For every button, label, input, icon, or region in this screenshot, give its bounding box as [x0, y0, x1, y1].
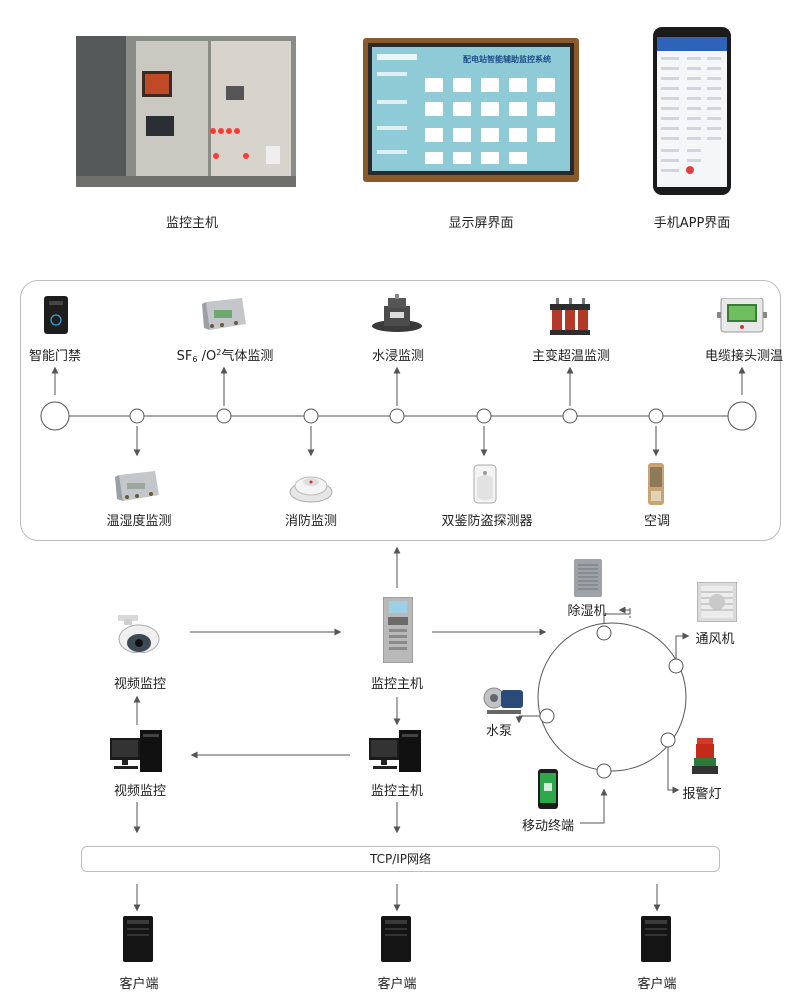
temp-humidity-label: 温湿度监测: [106, 514, 172, 529]
cable-temp-label: 电缆接头测温: [704, 349, 784, 364]
mobile-terminal-icon: [538, 769, 558, 813]
gas-formula-superscript: 2: [216, 348, 222, 357]
sensor-bus-panel: [20, 280, 781, 541]
ptz-camera-icon: [116, 613, 162, 657]
mobile-app-image: [653, 27, 731, 195]
monitoring-host-cabinet-icon: [382, 596, 414, 667]
client-server-icon-3: [639, 916, 673, 966]
ventilation-fan-icon: [696, 581, 738, 626]
fan-label: 通风机: [695, 632, 735, 647]
client-server-icon-2: [379, 916, 413, 966]
fire-monitor-label: 消防监测: [284, 514, 338, 529]
host-workstation-label: 监控主机: [370, 784, 424, 799]
mobile-terminal-label: 移动终端: [521, 819, 575, 834]
client-label-3: 客户端: [637, 977, 677, 992]
gas-monitor-label: SF6 /O2气体监测: [177, 345, 274, 364]
video-workstation-label: 视频监控: [113, 784, 167, 799]
screen-title: 配电站智能辅助监控系统: [463, 55, 551, 64]
cable-temp-sensor-icon: [717, 297, 767, 338]
gas-formula-o: /O: [197, 349, 217, 364]
intrusion-detector-icon: [473, 464, 497, 508]
app-caption: 手机APP界面: [653, 216, 731, 231]
camera-label: 视频监控: [113, 677, 167, 692]
transformer-icon: [548, 298, 592, 340]
access-control-label: 智能门禁: [28, 349, 82, 364]
host-label: 监控主机: [370, 677, 424, 692]
air-conditioner-icon: [646, 463, 666, 509]
dehumidifier-label: 除湿机: [567, 604, 607, 619]
pump-label: 水泵: [485, 724, 513, 739]
gas-formula-sf: SF: [176, 349, 193, 364]
video-workstation-icon: [110, 730, 164, 776]
ac-label: 空调: [643, 514, 671, 529]
host-cabinet-photo: [76, 36, 296, 187]
host-workstation-icon: [369, 730, 423, 776]
dehumidifier-icon: [574, 559, 602, 601]
intrusion-detector-label: 双鉴防盗探测器: [441, 514, 533, 529]
host-caption: 监控主机: [165, 216, 219, 231]
smoke-detector-icon: [288, 470, 334, 508]
gas-monitor-text: 气体监测: [221, 349, 274, 364]
alarm-light-label: 报警灯: [682, 787, 722, 802]
tcp-ip-network-bar: TCP/IP网络: [81, 846, 720, 872]
screen-caption: 显示屏界面: [448, 216, 514, 231]
water-leak-sensor-icon: [370, 294, 424, 338]
temp-humidity-sensor-icon: [115, 469, 159, 507]
host-cabinet-image: [76, 36, 296, 187]
alarm-light-icon: [692, 738, 718, 780]
mobile-app-photo: [653, 27, 731, 195]
access-control-icon: [44, 296, 68, 338]
display-screen-image: [363, 38, 579, 182]
gas-sensor-icon: [202, 298, 246, 336]
water-pump-icon: [483, 684, 525, 720]
water-leak-label: 水浸监测: [371, 349, 425, 364]
display-screen-photo: 配电站智能辅助监控系统: [363, 38, 579, 182]
client-label-2: 客户端: [377, 977, 417, 992]
gas-formula-subscript: 6: [192, 355, 198, 364]
client-server-icon-1: [121, 916, 155, 966]
transformer-temp-label: 主变超温监测: [531, 349, 611, 364]
client-label-1: 客户端: [119, 977, 159, 992]
